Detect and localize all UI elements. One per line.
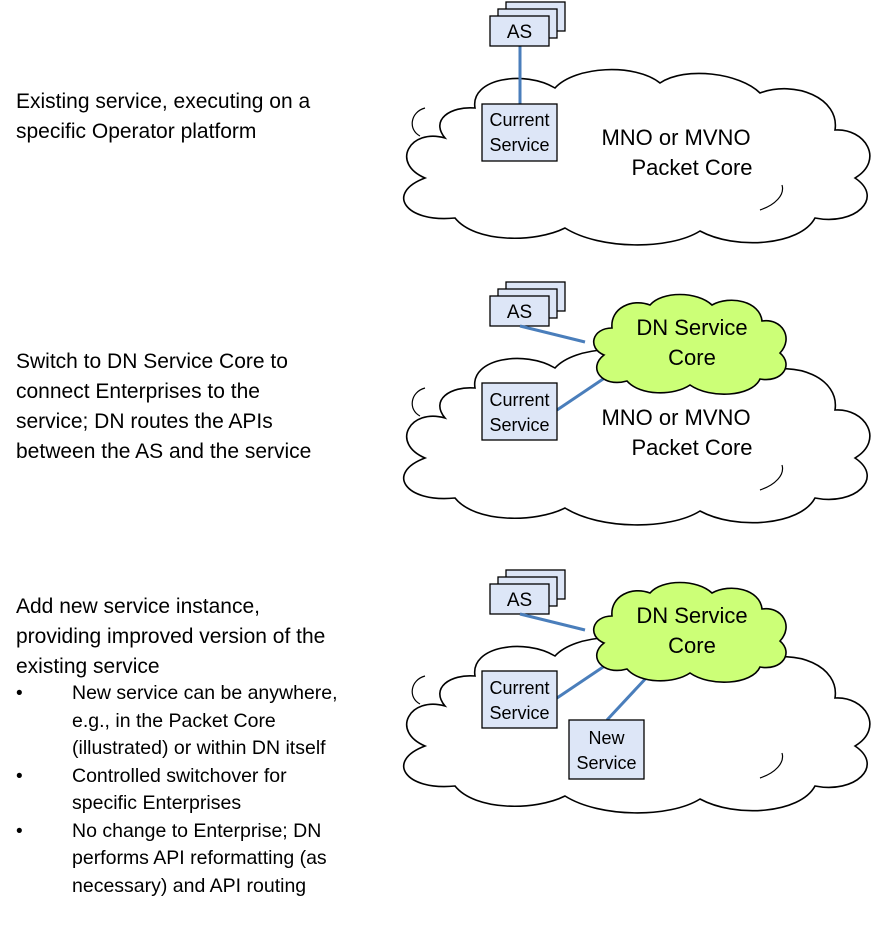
bullet-line: e.g., in the Packet Core	[72, 709, 276, 732]
bullet-line: No change to Enterprise; DN	[72, 819, 322, 842]
new-service-box	[568, 719, 645, 780]
current-service-box	[481, 103, 558, 162]
as-box	[489, 15, 550, 47]
description-3-line: existing service	[16, 655, 160, 678]
current-service-box	[481, 382, 558, 441]
as-label: AS	[507, 590, 532, 611]
panel-1: AS Current Service MNO or MVNO Packet Co…	[402, 1, 871, 246]
description-2-line: Switch to DN Service Core to	[16, 350, 288, 373]
as-label: AS	[507, 22, 532, 43]
link-as-to-dn	[519, 612, 586, 632]
as-label: AS	[507, 302, 532, 323]
bullet-line: performs API reformatting (as	[72, 847, 327, 869]
description-2-line: service; DN routes the APIs	[16, 410, 273, 433]
packet-core-label-1: MNO or MVNO	[601, 125, 750, 150]
panel-3: AS DN Service Core Current Service New S…	[402, 569, 871, 814]
bullet-line: New service can be anywhere,	[72, 682, 338, 704]
bullet-item: • New service can be anywhere, e.g., in …	[16, 680, 338, 763]
bullet-dot: •	[16, 683, 23, 704]
current-service-label-2: Service	[489, 703, 549, 723]
description-2-line: connect Enterprises to the	[16, 380, 260, 403]
bullet-list: • New service can be anywhere, e.g., in …	[16, 680, 338, 900]
dn-core-label-2: Core	[668, 633, 716, 658]
bullet-line: necessary) and API routing	[72, 874, 307, 897]
dn-core-label-2: Core	[668, 345, 716, 370]
new-service-label-1: New	[588, 728, 625, 748]
description-3-line: providing improved version of the	[16, 625, 326, 648]
description-1-line: Existing service, executing on a	[16, 90, 311, 113]
link-as-to-dn	[519, 324, 586, 344]
bullet-line: (illustrated) or within DN itself	[72, 737, 326, 759]
current-service-label-2: Service	[489, 135, 549, 155]
dn-core-label-1: DN Service	[636, 603, 747, 628]
description-3: Add new service instance, providing impr…	[16, 592, 325, 682]
description-1-line: specific Operator platform	[16, 120, 257, 143]
description-2-line: between the AS and the service	[16, 440, 312, 463]
as-box	[489, 295, 550, 327]
bullet-dot: •	[16, 765, 23, 787]
description-3-line: Add new service instance,	[16, 595, 260, 618]
packet-core-label-2: Packet Core	[631, 435, 752, 460]
dn-core-label-1: DN Service	[636, 315, 747, 340]
current-service-box	[481, 670, 558, 729]
current-service-label-1: Current	[489, 390, 549, 410]
current-service-label-1: Current	[489, 110, 549, 130]
bullet-item: • No change to Enterprise; DN performs A…	[16, 818, 338, 901]
bullet-item: • Controlled switchover for specific Ent…	[16, 763, 338, 818]
bullet-line: Controlled switchover for	[72, 764, 287, 787]
description-1: Existing service, executing on a specifi…	[16, 87, 310, 147]
packet-core-label-2: Packet Core	[631, 155, 752, 180]
as-box	[489, 583, 550, 615]
link-new-service-to-dn	[605, 674, 650, 722]
as-stack: AS	[489, 1, 566, 47]
current-service-label-1: Current	[489, 678, 549, 698]
bullet-line: specific Enterprises	[72, 792, 242, 814]
bullet-dot: •	[16, 820, 23, 842]
as-stack: AS	[489, 281, 566, 327]
panel-2: AS DN Service Core Current Service MNO o…	[402, 281, 871, 526]
packet-core-label-1: MNO or MVNO	[601, 405, 750, 430]
description-2: Switch to DN Service Core to connect Ent…	[16, 347, 311, 467]
as-stack: AS	[489, 569, 566, 615]
new-service-label-2: Service	[576, 753, 636, 773]
current-service-label-2: Service	[489, 415, 549, 435]
